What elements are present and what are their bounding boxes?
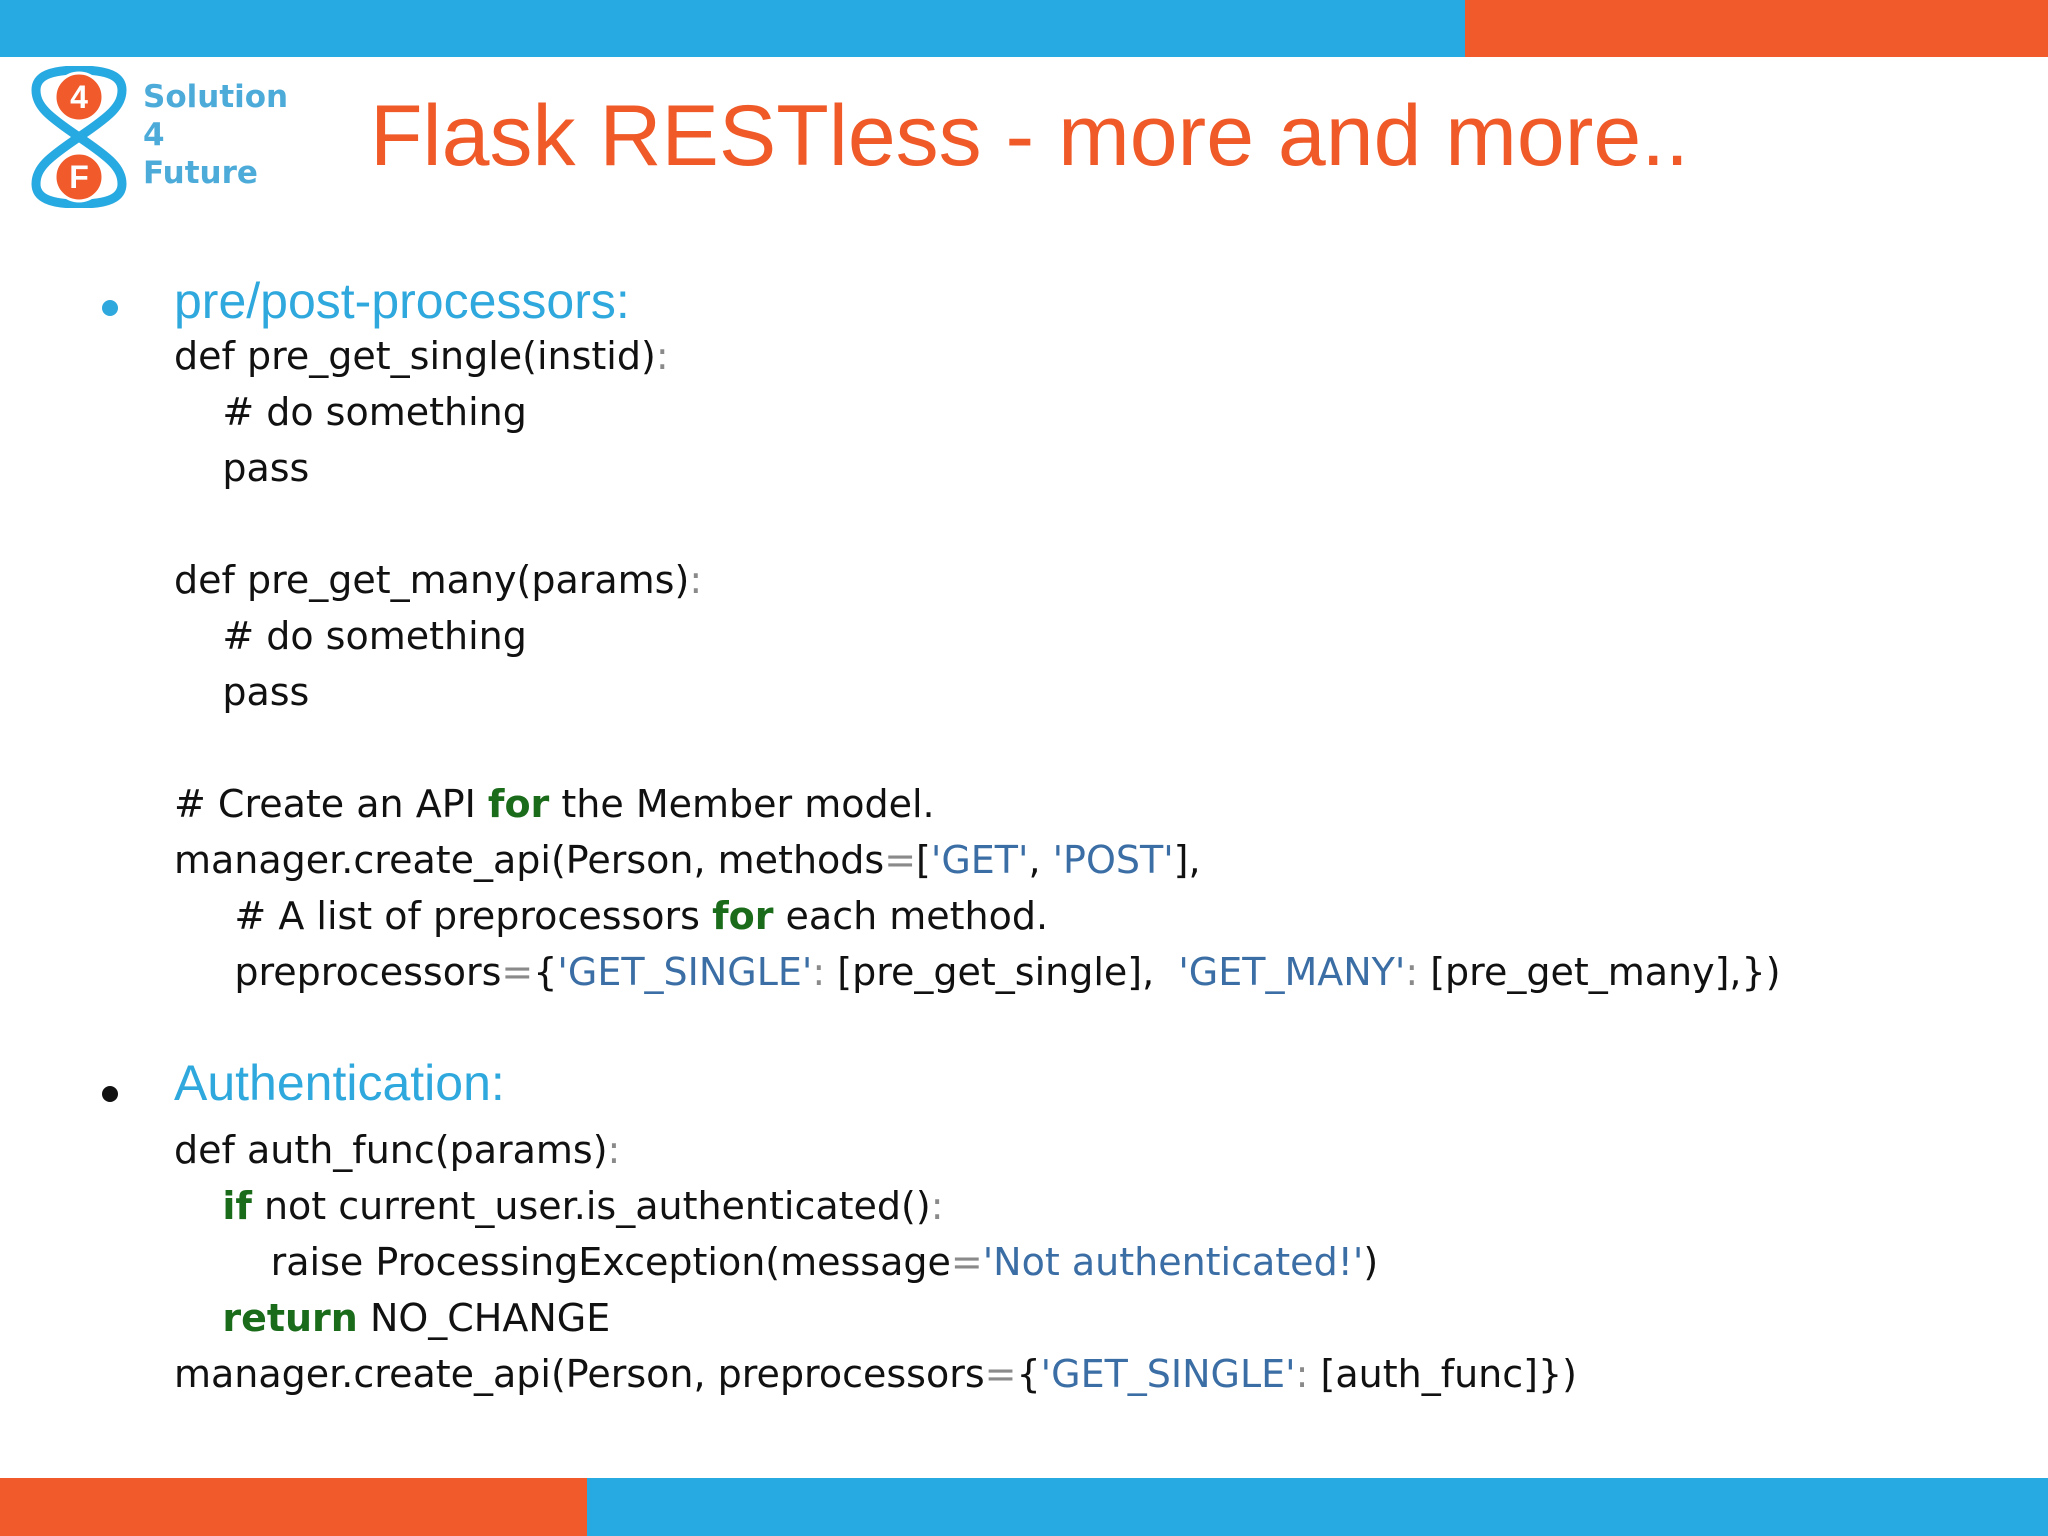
code-text: not current_user.is_authenticated() [251,1184,931,1228]
code-line: preprocessors={'GET_SINGLE': [pre_get_si… [174,944,1781,1000]
code-operator: : [655,334,669,378]
code-text: preprocessors [174,950,502,994]
code-text: # Create an API [174,782,488,826]
code-line: # do something [174,384,1781,440]
code-text: [ [916,838,931,882]
brand-line-3: Future [143,155,258,191]
code-line: manager.create_api(Person, methods=['GET… [174,832,1781,888]
code-operator: = [984,1352,1017,1396]
code-string: 'GET_MANY' [1178,950,1406,994]
code-line: if not current_user.is_authenticated(): [174,1178,1577,1234]
code-text: ) [1363,1240,1379,1284]
code-line: pass [174,440,1781,496]
code-line: # A list of preprocessors for each metho… [174,888,1781,944]
code-text: [auth_func]}) [1308,1352,1577,1396]
code-keyword: for [712,894,774,938]
code-text: def pre_get_many(params) [174,558,690,602]
section-heading: pre/post-processors: [174,273,630,329]
top-accent-bar-blue [0,0,1465,57]
code-text: { [1016,1352,1041,1396]
code-line: pass [174,664,1781,720]
code-operator: = [884,838,917,882]
code-operator: : [1295,1352,1309,1396]
code-line: def pre_get_many(params): [174,552,1781,608]
code-string: 'Not authenticated!' [982,1240,1364,1284]
code-string: 'GET_SINGLE' [557,950,813,994]
code-operator: : [1405,950,1419,994]
code-text: manager.create_api(Person, methods [174,838,885,882]
code-text [174,1296,222,1340]
code-operator: = [950,1240,983,1284]
section-heading: Authentication: [174,1055,505,1111]
brand-line-1: Solution [143,79,289,115]
top-accent-bar-orange [1465,0,2048,57]
slide-title: Flask RESTless - more and more.. [370,88,1690,184]
code-text: ], [1173,838,1201,882]
code-text: each method. [773,894,1049,938]
brand-line-2: 4 [143,117,165,153]
bullet-point [102,1086,118,1102]
code-line: def auth_func(params): [174,1122,1577,1178]
code-text: pass [174,446,310,490]
code-block: def auth_func(params): if not current_us… [174,1122,1577,1402]
code-operator: : [812,950,826,994]
code-text: # do something [174,614,527,658]
code-text: the Member model. [549,782,935,826]
code-block: def pre_get_single(instid): # do somethi… [174,328,1781,1000]
code-line: raise ProcessingException(message='Not a… [174,1234,1577,1290]
code-operator: : [607,1128,621,1172]
code-keyword: if [222,1184,252,1228]
bullet-point [102,300,118,316]
code-text: # A list of preprocessors [174,894,713,938]
code-string: 'POST' [1052,838,1174,882]
logo-glyph-bottom: F [69,159,89,195]
logo-glyph-top: 4 [70,79,88,115]
code-text: , [1028,838,1053,882]
code-line [174,720,1781,776]
code-text: # do something [174,390,527,434]
code-text: [pre_get_single], [825,950,1179,994]
code-string: 'GET' [930,838,1029,882]
code-text: { [533,950,558,994]
code-text: [pre_get_many],}) [1418,950,1781,994]
code-text [174,1184,222,1228]
code-line: manager.create_api(Person, preprocessors… [174,1346,1577,1402]
code-string: 'GET_SINGLE' [1040,1352,1296,1396]
bottom-accent-bar-orange [0,1478,587,1536]
code-line [174,496,1781,552]
code-keyword: for [487,782,550,826]
code-text: manager.create_api(Person, preprocessors [174,1352,985,1396]
code-line: return NO_CHANGE [174,1290,1577,1346]
code-text: raise ProcessingException(message [174,1240,951,1284]
code-line: # Create an API for the Member model. [174,776,1781,832]
code-line: # do something [174,608,1781,664]
code-text: def auth_func(params) [174,1128,608,1172]
bottom-accent-bar-blue [587,1478,2048,1536]
brand-wordmark: Solution 4 Future [143,78,288,192]
code-text: pass [174,670,310,714]
code-operator: : [930,1184,944,1228]
code-operator: : [689,558,703,602]
solution4future-logo-icon: 4 F [31,66,127,208]
code-keyword: return [222,1296,358,1340]
code-text: def pre_get_single(instid) [174,334,656,378]
code-operator: = [501,950,534,994]
code-text: NO_CHANGE [357,1296,611,1340]
code-line: def pre_get_single(instid): [174,328,1781,384]
